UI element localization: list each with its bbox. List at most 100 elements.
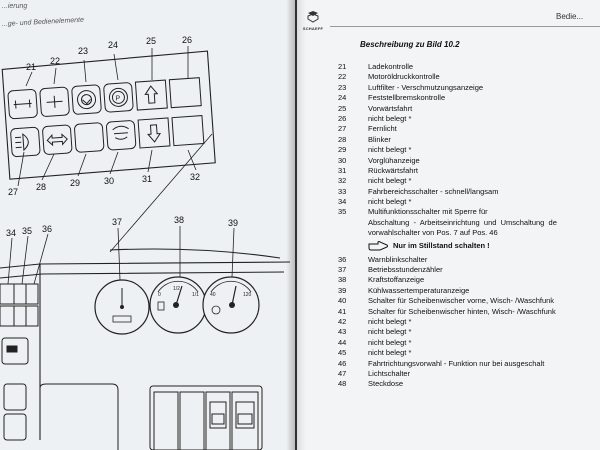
- item-number: 25: [338, 103, 347, 113]
- indicator-27-high-beam: [10, 126, 41, 158]
- item-number: 41: [338, 306, 347, 316]
- item-number: 28: [338, 134, 347, 144]
- callout-32: 32: [190, 172, 200, 182]
- item-text: Warnblinkschalter: [368, 254, 428, 264]
- book-spine: [286, 0, 306, 450]
- item-text: Vorwärtsfahrt: [368, 103, 413, 113]
- fuel-full-label: 1/1: [192, 292, 199, 298]
- item-text: nicht belegt *: [368, 113, 412, 123]
- item-number: 35: [338, 207, 347, 217]
- list-item: 41 Schalter für Scheibenwischer hinten, W…: [328, 307, 600, 317]
- item-number: 34: [338, 197, 347, 207]
- item-text: Schalter für Scheibenwischer hinten, Wis…: [368, 306, 556, 316]
- item-text: Blinker: [368, 134, 391, 144]
- warning-text: Nur im Stillstand schalten !: [393, 240, 490, 250]
- logo-text: SCHAEFF: [302, 26, 324, 31]
- indicator-23-air-filter: [71, 84, 102, 115]
- callout-31: 31: [142, 174, 152, 184]
- callout-25: 25: [146, 36, 156, 46]
- item-number: 30: [338, 155, 347, 165]
- indicator-22-oil-pressure: [39, 86, 70, 117]
- item-number: 47: [338, 368, 347, 378]
- indicator-32-unused: [171, 115, 205, 147]
- item-number: 36: [338, 254, 347, 264]
- right-page: [297, 0, 600, 450]
- item-text: nicht belegt *: [368, 316, 412, 326]
- item-number: 38: [338, 275, 347, 285]
- panel-edge-line: [109, 133, 213, 253]
- list-item: 32 nicht belegt *: [328, 176, 600, 186]
- control-panel-diagram: ...ierung ...ge- und Bedienelemente P: [0, 3, 291, 450]
- left-running-head: ...ierung: [2, 3, 27, 10]
- list-item: 24 Feststellbremskontrolle: [328, 93, 600, 103]
- indicator-panel: P: [1, 50, 216, 180]
- callout-36: 36: [42, 224, 52, 234]
- list-item: 31 Rückwärtsfahrt: [328, 166, 600, 176]
- switch-bank-left: [0, 283, 39, 441]
- callout-34: 34: [6, 228, 16, 238]
- item-text: Fernlicht: [368, 124, 397, 134]
- item-text: Feststellbremskontrolle: [368, 93, 446, 103]
- gauge-38-fuel: 0 1/2 1/1: [149, 276, 207, 334]
- item-number: 31: [338, 165, 347, 175]
- item-number: 32: [338, 176, 347, 186]
- item-text: Lichtschalter: [368, 368, 411, 378]
- list-item: 47 Lichtschalter: [328, 369, 600, 379]
- list-item: 30 Vorglühanzeige: [328, 156, 600, 166]
- item-number: 48: [338, 379, 347, 389]
- pointing-hand-icon: [368, 240, 388, 251]
- fuel-half-label: 1/2: [173, 286, 180, 292]
- item-number: 24: [338, 93, 347, 103]
- item-text: Rückwärtsfahrt: [368, 165, 419, 175]
- item-number: 43: [338, 327, 347, 337]
- item-text: Betriebsstundenzähler: [368, 265, 443, 275]
- item-text: nicht belegt *: [368, 145, 412, 155]
- item-number: 22: [338, 72, 347, 82]
- indicator-24-parking-brake: P: [103, 82, 134, 113]
- diagram-title: ...ge- und Bedienelemente: [2, 17, 84, 28]
- item-number: 29: [338, 145, 347, 155]
- item-number: 40: [338, 296, 347, 306]
- callout-23: 23: [78, 46, 88, 56]
- item-text: Kühlwassertemperaturanzeige: [368, 285, 470, 295]
- indicator-26-unused: [168, 77, 202, 109]
- item-text: Luftfilter - Verschmutzungsanzeige: [368, 82, 484, 92]
- item-text: Ladekontrolle: [368, 62, 414, 71]
- callout-39: 39: [228, 218, 238, 228]
- item-text: Kraftstoffanzeige: [368, 275, 425, 285]
- item-text: nicht belegt *: [368, 176, 412, 186]
- fuel-empty-label: 0: [158, 292, 161, 298]
- list-item: 25 Vorwärtsfahrt: [328, 104, 600, 114]
- item-text: Multifunktionsschalter mit Sperre für: [368, 207, 488, 217]
- callout-line-39: [231, 227, 235, 278]
- item-text: Fahrbereichsschalter - schnell/langsam: [368, 186, 499, 196]
- callout-29: 29: [70, 178, 80, 188]
- schaeff-logo: SCHAEFF: [302, 10, 324, 36]
- callout-27: 27: [8, 187, 18, 197]
- callout-28: 28: [36, 182, 46, 192]
- item-number: 44: [338, 337, 347, 347]
- indicator-30-glow-plug: [105, 120, 137, 151]
- callout-lines-top: [17, 46, 197, 187]
- callout-21: 21: [26, 62, 36, 72]
- gauge-39-coolant-temp: 40 120: [202, 276, 260, 334]
- indicator-21-charge-lamp: [7, 88, 38, 120]
- list-item: vorwahlschalter von Pos. 7 auf Pos. 46: [328, 228, 600, 238]
- callout-26: 26: [182, 35, 192, 45]
- item-text: nicht belegt *: [368, 337, 412, 347]
- list-item: 28 Blinker: [328, 135, 600, 145]
- callout-30: 30: [104, 176, 114, 186]
- item-number: 42: [338, 316, 347, 326]
- item-text: Vorglühanzeige: [368, 155, 420, 165]
